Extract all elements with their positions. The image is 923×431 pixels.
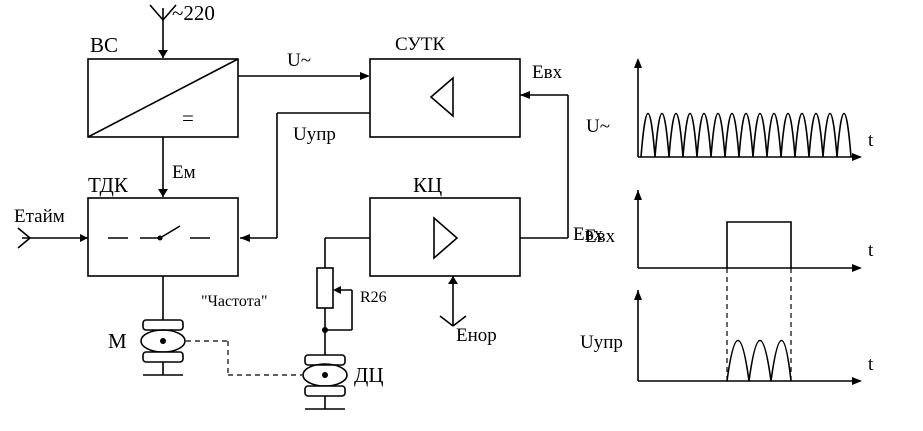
e-m-label: Ем [172,162,196,183]
chastota-label: "Частота" [201,293,268,310]
motor: М [108,276,186,376]
tdk-label: ТДК [88,173,129,197]
vs-label: ВС [90,33,118,57]
dc-sensor: ДЦ [302,354,384,410]
e-m-wire: Ем [158,137,196,197]
timing-plot-u-ac: U~ t [586,58,874,161]
motor-label: М [108,329,127,353]
e-taim-input: Етайм [14,206,88,249]
u-ac-wire: U~ [238,50,370,80]
r26-label: R26 [360,289,387,306]
plot3-t-label: t [868,354,874,375]
e-nor-label: Енор [456,325,497,346]
plot2-t-label: t [868,240,874,261]
plot1-t-label: t [868,130,874,151]
u-upr-wire: Uупр [240,112,370,242]
u-upr-waveform [726,340,792,382]
kc-label: КЦ [413,173,442,197]
timing-plot-u-upr: Uупр t [580,290,874,385]
u-upr-label: Uупр [293,124,336,145]
dc-label: ДЦ [354,363,384,387]
timing-plot-e-vx: Евх t [585,190,874,272]
mains-label: ~220 [172,1,215,25]
u-ac-waveform [640,112,852,158]
mains-input: ~220 [149,1,215,58]
plot1-label: U~ [586,116,610,137]
plot2-label: Евх [585,226,616,247]
resistor-r26: "Частота" R26 [201,237,387,357]
e-vx-top-label: Евх [532,62,563,83]
u-ac-label: U~ [287,50,311,71]
sutk-label: СУТК [395,34,445,55]
vs-block: ВС = [87,33,239,138]
plot3-label: Uупр [580,332,623,353]
e-vx-bottom-label: Евх [573,224,604,245]
kc-block: КЦ [369,173,521,277]
e-taim-label: Етайм [14,206,65,227]
e-nor-input: Енор [439,276,497,346]
timing-projections [726,268,792,381]
sutk-block: СУТК Евх [369,34,563,138]
rectifier-symbol: = [182,106,194,130]
e-vx-feedback-wire: Евх [520,91,604,245]
e-vx-pulse [726,221,792,268]
mechanical-link [186,340,302,376]
tdk-block: ТДК [87,173,239,277]
